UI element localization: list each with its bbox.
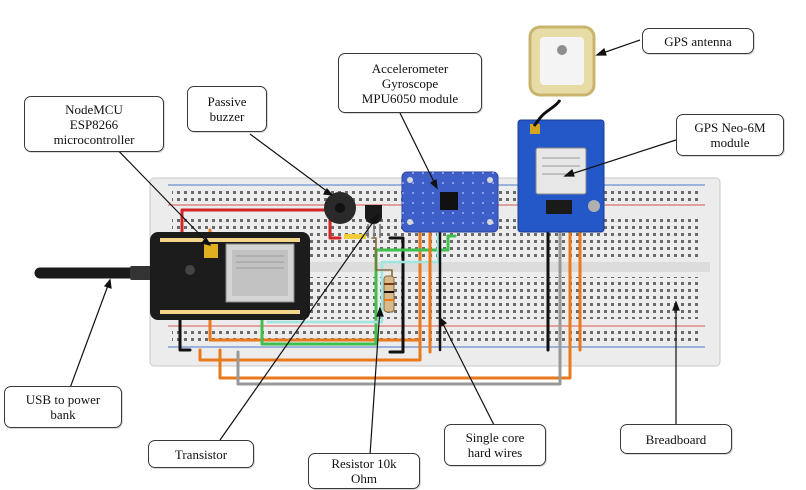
passive-buzzer-label: Passive buzzer — [187, 86, 267, 132]
resistor — [383, 275, 395, 313]
jumper-wires — [178, 208, 582, 386]
gps-antenna — [528, 25, 596, 127]
resistor-label: Resistor 10k Ohm — [308, 453, 420, 489]
gps-antenna-label: GPS antenna — [642, 28, 754, 54]
passive-buzzer — [324, 192, 356, 224]
wires-label: Single core hard wires — [444, 424, 546, 466]
mpu6050-module — [401, 171, 499, 233]
nodemcu-board — [150, 232, 310, 320]
usb-cable — [34, 266, 156, 280]
transistor-label: Transistor — [148, 440, 254, 468]
callout-arrows — [69, 39, 680, 456]
usb-label: USB to power bank — [4, 386, 122, 428]
gps-module-label: GPS Neo-6M module — [676, 114, 784, 156]
mpu6050-label: Accelerometer Gyroscope MPU6050 module — [338, 53, 482, 113]
transistor — [344, 205, 382, 239]
nodemcu-label: NodeMCU ESP8266 microcontroller — [24, 96, 164, 152]
breadboard-label: Breadboard — [620, 424, 732, 454]
gps-neo6m-module — [517, 119, 605, 233]
